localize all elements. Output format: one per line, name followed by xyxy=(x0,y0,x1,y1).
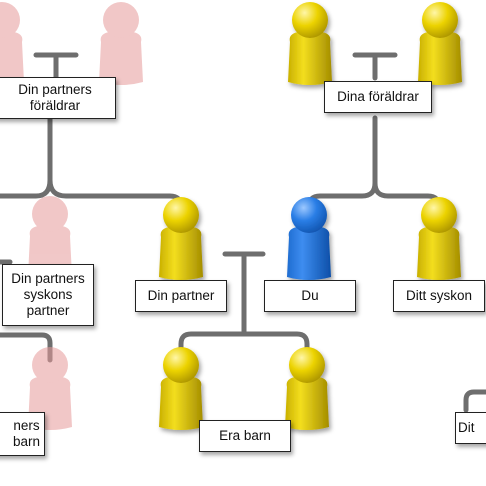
child-2-icon xyxy=(285,347,329,430)
your-parent-1-icon xyxy=(288,2,332,85)
figure-body xyxy=(418,32,462,85)
figure-head xyxy=(0,2,20,38)
figure-head xyxy=(32,196,68,232)
you-person-icon xyxy=(287,197,331,280)
connector-to-partner xyxy=(47,177,184,217)
connector-children-bar xyxy=(178,331,310,361)
figure-head xyxy=(421,197,457,233)
your-parent-2-icon xyxy=(418,2,462,85)
figure-body xyxy=(285,377,329,430)
connector-partner-nephews xyxy=(0,332,53,363)
label-partner-nephews: ners barn xyxy=(0,412,45,456)
sibling-person-icon xyxy=(417,197,461,280)
label-sibling-children: Dit xyxy=(455,412,486,444)
figure-body xyxy=(287,227,331,280)
label-sibling: Ditt syskon xyxy=(393,280,485,312)
figure-head xyxy=(163,347,199,383)
label-partner-sibling-partner: Din partners syskons partner xyxy=(2,264,94,326)
figure-head xyxy=(291,197,327,233)
figure-head xyxy=(292,2,328,38)
figure-body xyxy=(99,32,143,85)
figure-head xyxy=(32,347,68,383)
figure-body xyxy=(159,227,203,280)
figure-body xyxy=(417,227,461,280)
connector-sibling-children xyxy=(463,389,486,413)
connector-your-parents-down xyxy=(306,115,378,217)
partner-grandparent-1-icon xyxy=(0,2,24,85)
figure-head xyxy=(163,197,199,233)
figure-body xyxy=(0,32,24,85)
label-you: Du xyxy=(264,280,356,312)
partner-grandparent-2-icon xyxy=(99,2,143,85)
figure-body xyxy=(288,32,332,85)
figure-head xyxy=(289,347,325,383)
label-your-parents: Dina föräldrar xyxy=(324,81,432,113)
figure-head xyxy=(422,2,458,38)
figure-body xyxy=(159,377,203,430)
connector-partner-parents-down xyxy=(0,115,53,199)
label-partner: Din partner xyxy=(135,280,227,312)
label-partner-parents: Din partners föräldrar xyxy=(0,77,116,119)
label-children: Era barn xyxy=(199,420,291,452)
child-1-icon xyxy=(159,347,203,430)
partner-person-icon xyxy=(159,197,203,280)
figure-head xyxy=(103,2,139,38)
